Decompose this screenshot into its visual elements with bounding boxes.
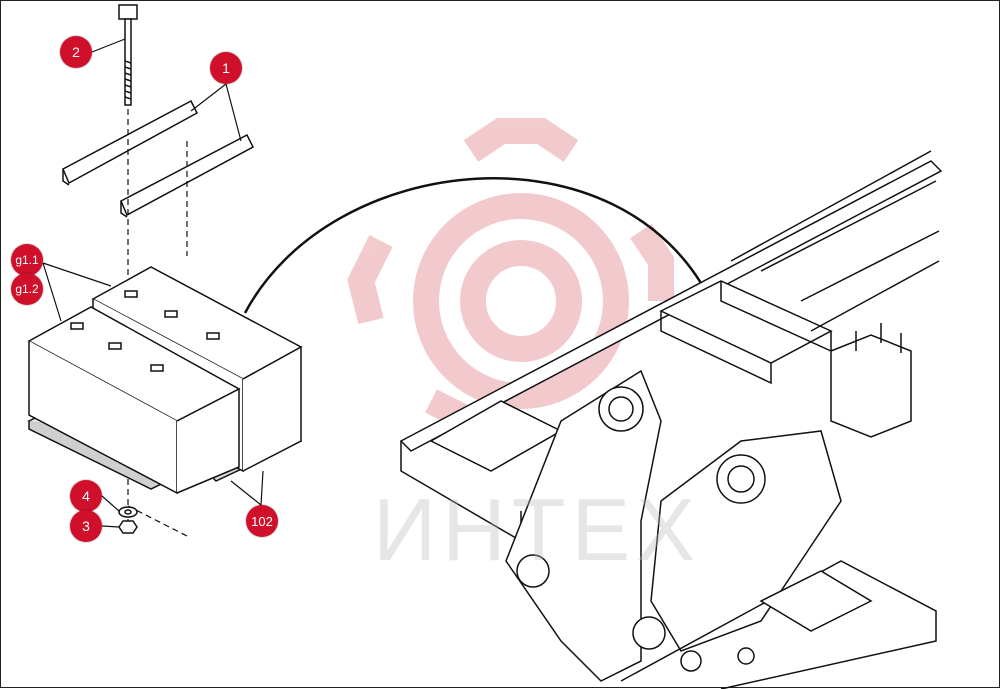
bolt[interactable] bbox=[118, 4, 138, 106]
machine-frame bbox=[399, 150, 943, 689]
callout-4[interactable]: 4 bbox=[70, 480, 102, 512]
hold-down-brackets[interactable] bbox=[62, 99, 254, 218]
callout-g1-2[interactable]: g1.2 bbox=[11, 273, 43, 305]
callout-1[interactable]: 1 bbox=[210, 52, 242, 84]
batteries[interactable] bbox=[27, 266, 303, 495]
washer-and-nut[interactable] bbox=[118, 506, 138, 534]
watermark-logo bbox=[347, 118, 674, 439]
watermark-text: ИНТЕХ bbox=[373, 480, 701, 579]
location-arrow bbox=[243, 177, 713, 314]
callout-2[interactable]: 2 bbox=[60, 36, 92, 68]
callout-g1-1[interactable]: g1.1 bbox=[11, 244, 43, 276]
callout-102[interactable]: 102 bbox=[246, 505, 278, 537]
callout-3[interactable]: 3 bbox=[70, 510, 102, 542]
